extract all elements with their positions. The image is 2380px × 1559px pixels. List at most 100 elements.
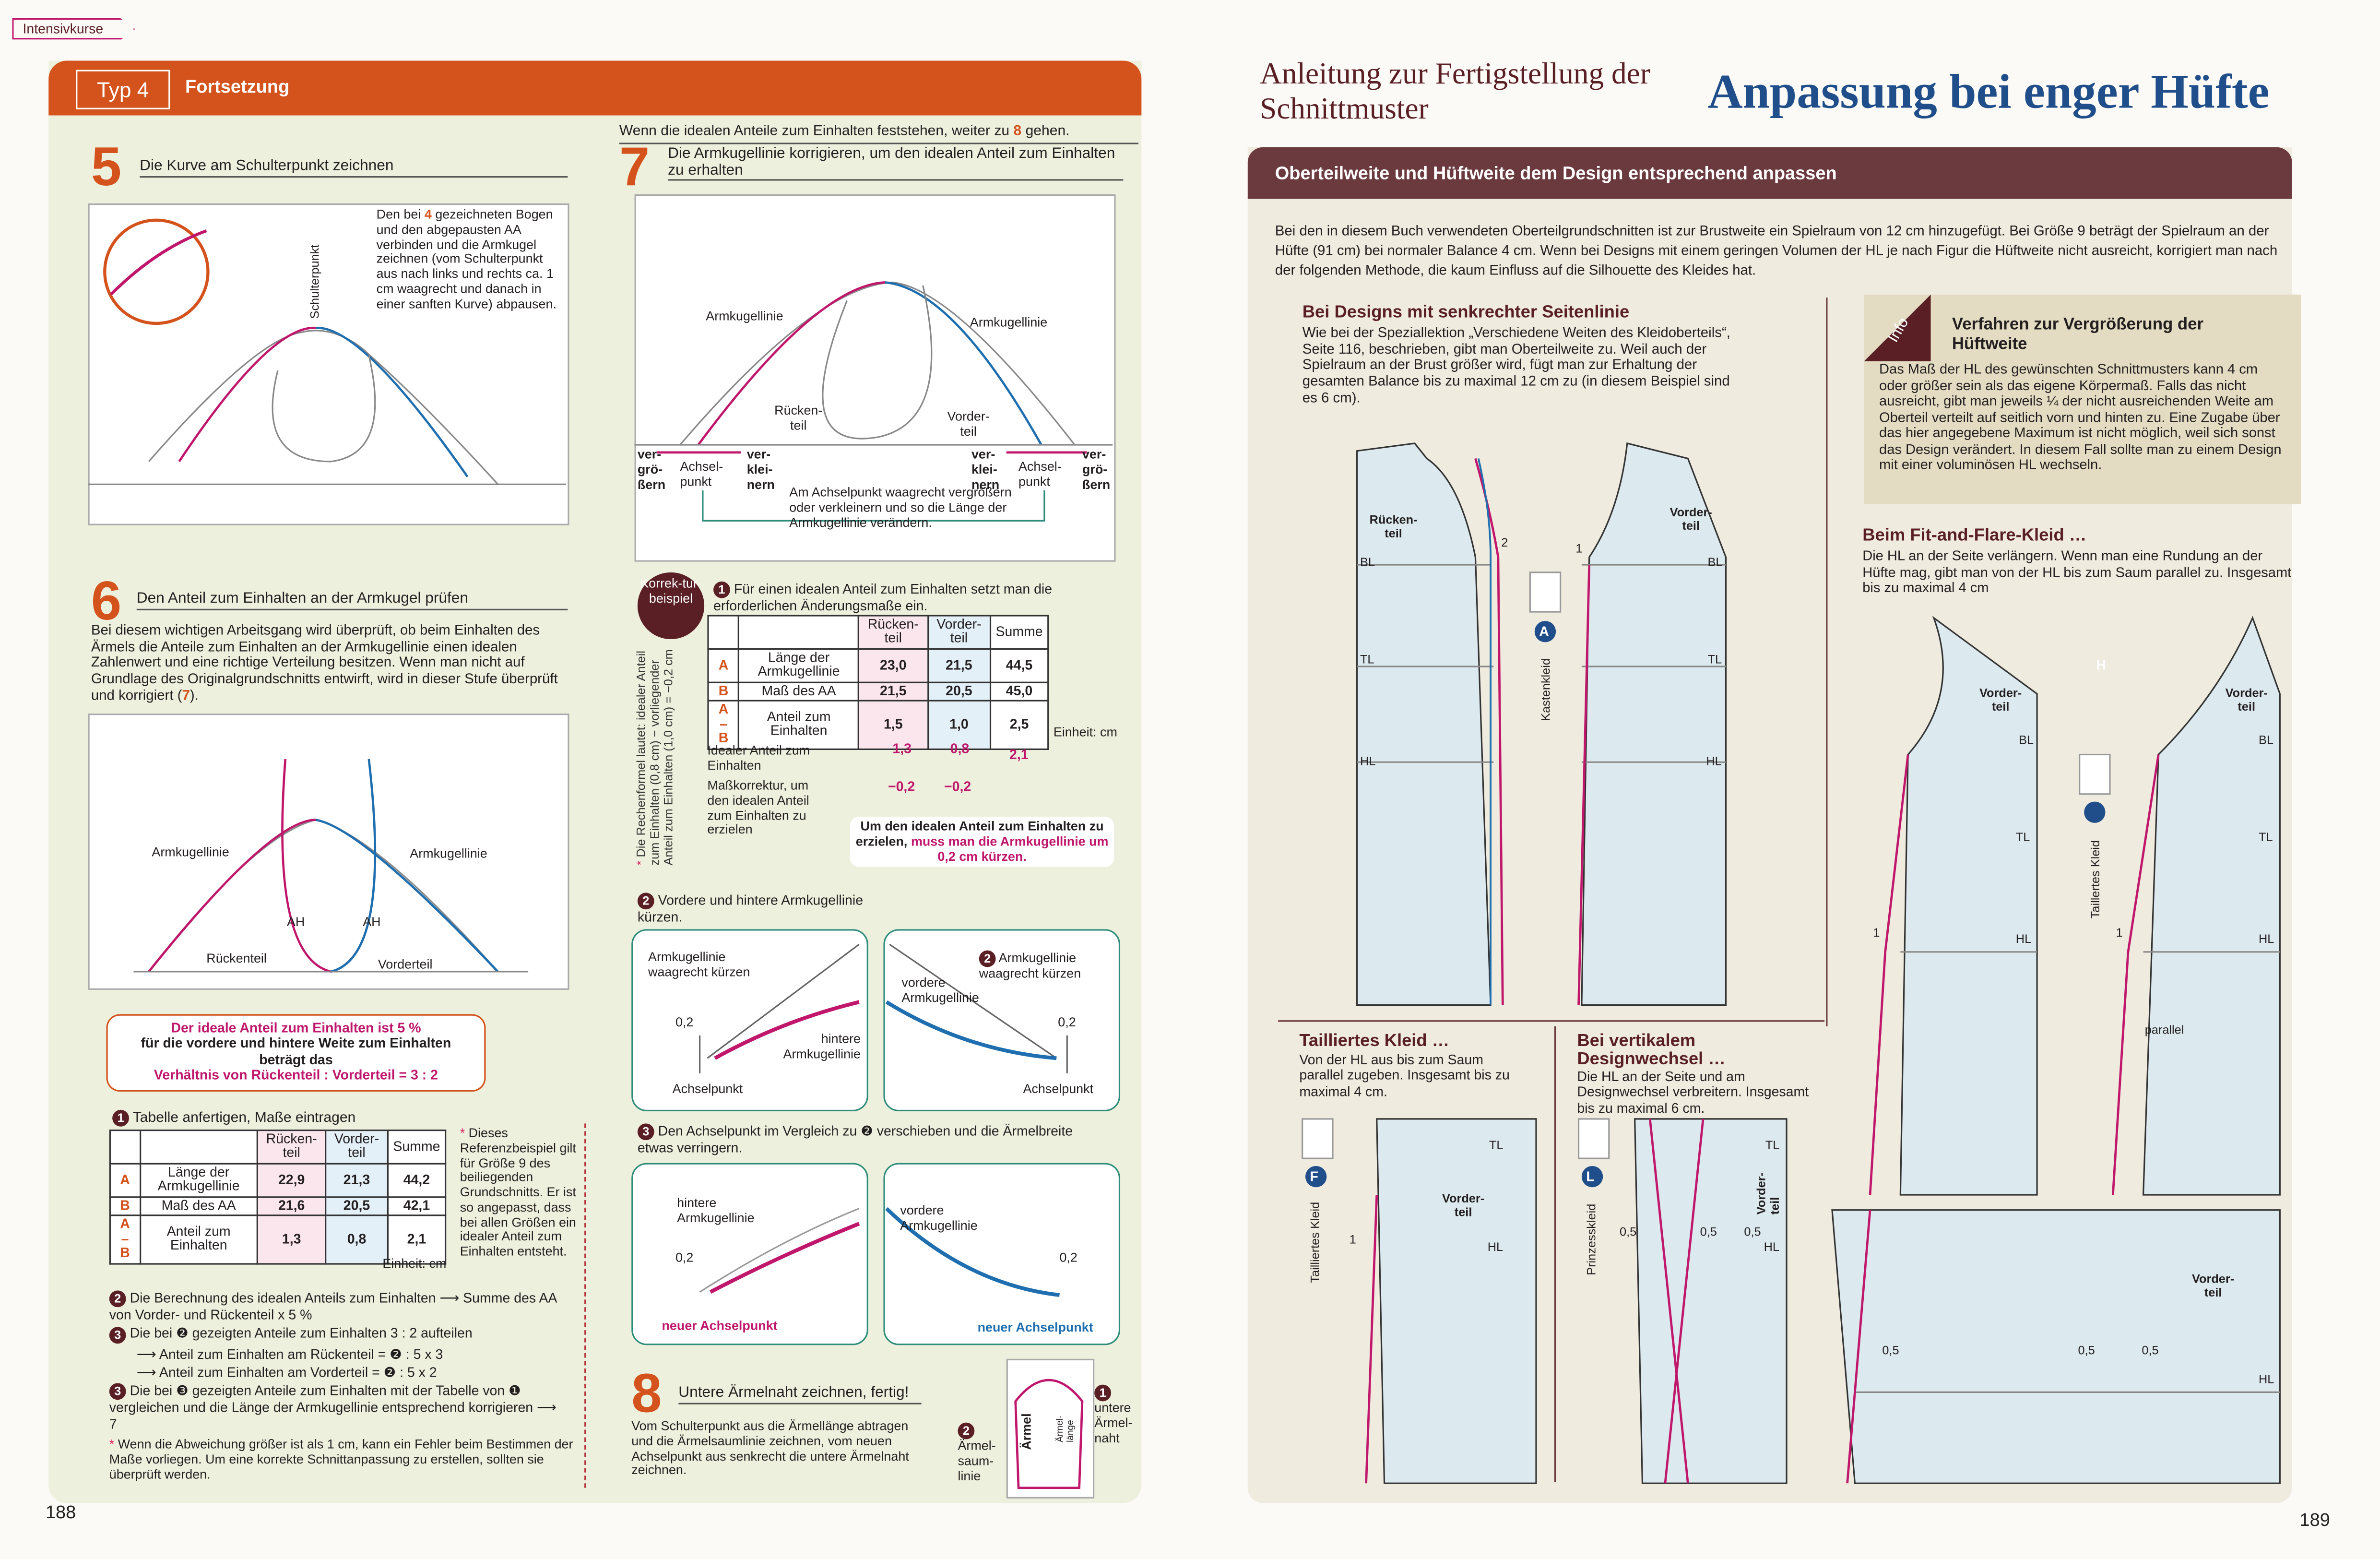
row-label: Länge der Armkugellinie bbox=[738, 648, 860, 683]
diagram-box bbox=[883, 1163, 1121, 1345]
label: Vorder-teil bbox=[2192, 1272, 2235, 1300]
label: hintere Armkugellinie bbox=[783, 1031, 861, 1061]
step-number: 5 bbox=[91, 135, 122, 198]
header-bar bbox=[48, 60, 1142, 116]
sleeve-check-diagram bbox=[133, 759, 529, 973]
section-title: Tailliertes Kleid … bbox=[1299, 1032, 1450, 1051]
side-note: * Die Rechenformel lautet: idealer Antei… bbox=[634, 649, 676, 866]
label: Achsel-punkt bbox=[680, 458, 723, 489]
corner-cell bbox=[738, 615, 860, 650]
section-tab: Intensivkurse bbox=[12, 18, 135, 40]
label: Armkugellinie bbox=[970, 314, 1048, 330]
label: TL bbox=[2259, 830, 2273, 845]
label: 0,5 bbox=[1744, 1225, 1761, 1239]
row-label: Anteil zum Einhalten bbox=[139, 1214, 259, 1264]
label: TL bbox=[1765, 1139, 1780, 1153]
column-header: Rücken-teil bbox=[257, 1130, 327, 1165]
row-key: B bbox=[109, 1196, 141, 1217]
label: AH bbox=[363, 914, 381, 929]
page-kicker: Anleitung zur Fertigstellung der Schnitt… bbox=[1260, 58, 1650, 126]
table-cell: 23,0 bbox=[858, 648, 929, 683]
ideal-label: Idealer Anteil zum Einhalten bbox=[707, 742, 810, 773]
label: parallel bbox=[2144, 1023, 2184, 1037]
rule bbox=[619, 143, 1138, 144]
label: Ärmel bbox=[1018, 1413, 1034, 1450]
label: TL bbox=[1360, 653, 1374, 666]
divider bbox=[1554, 1026, 1556, 1482]
label: TL bbox=[1707, 653, 1722, 666]
diagram-box bbox=[631, 929, 868, 1112]
label: Am Achselpunkt waagrecht vergrößern oder… bbox=[789, 484, 1012, 529]
table-cell: 45,0 bbox=[989, 681, 1049, 702]
label: Armkugellinie waagrecht kürzen bbox=[648, 949, 750, 979]
footnote: * Dieses Referenzbeispiel gilt für Größe… bbox=[460, 1125, 576, 1259]
step-title: Die Armkugellinie korrigieren, um den id… bbox=[668, 146, 1124, 181]
table-cell: 20,5 bbox=[325, 1196, 389, 1217]
correction-label: Maßkorrektur, um den idealen Anteil zum … bbox=[707, 777, 809, 837]
step-number: 6 bbox=[91, 569, 122, 632]
label: 0,5 bbox=[1882, 1344, 1899, 1357]
label: Achsel-punkt bbox=[1018, 458, 1062, 489]
label: 0,2 bbox=[1059, 1249, 1078, 1265]
label: Rücken-teil bbox=[1369, 513, 1418, 541]
label: HL bbox=[1706, 754, 1722, 768]
column-header: Rücken-teil bbox=[858, 615, 929, 650]
type-badge: Typ 4 bbox=[76, 70, 170, 109]
table-cell: 0,8 bbox=[325, 1214, 389, 1264]
pattern-diagrams bbox=[1302, 442, 2281, 1484]
table-cell: 22,9 bbox=[257, 1163, 327, 1198]
step-title: Die Kurve am Schulterpunkt zeichnen bbox=[140, 158, 568, 177]
column-header: Vorder-teil bbox=[325, 1130, 389, 1165]
divider bbox=[1278, 1020, 1825, 1022]
axle-point-diagrams bbox=[699, 1207, 1060, 1297]
row-key: B bbox=[707, 681, 740, 702]
table-cell: 44,2 bbox=[387, 1163, 447, 1198]
label: neuer Achselpunkt bbox=[977, 1319, 1093, 1335]
table-cell: 21,3 bbox=[325, 1163, 389, 1198]
label: Vorder-teil bbox=[1442, 1191, 1485, 1220]
section-text: Die HL an der Seite verlängern. Wenn man… bbox=[1862, 548, 2292, 595]
row-label: Länge der Armkugellinie bbox=[139, 1163, 259, 1198]
korrektur-text: 1 Für einen idealen Anteil zum Einhalten… bbox=[713, 581, 1053, 614]
section-title: Bei Designs mit senkrechter Seitenlinie bbox=[1302, 303, 1630, 322]
table-cell: 21,5 bbox=[858, 681, 929, 702]
divider bbox=[584, 1123, 586, 1488]
label: 2 Ärmel-saum-linie bbox=[958, 1422, 1000, 1484]
sleeve-shape bbox=[1014, 1379, 1084, 1489]
column-header: Summe bbox=[387, 1130, 447, 1165]
header-title: Fortsetzung bbox=[185, 76, 290, 97]
badge-f: F bbox=[1310, 1169, 1318, 1184]
ideal-value: 2,1 bbox=[1009, 747, 1029, 762]
ideal-value: 0,8 bbox=[950, 741, 970, 756]
result-box: Um den idealen Anteil zum Einhalten zu e… bbox=[850, 817, 1114, 868]
label: 2 bbox=[1501, 536, 1508, 550]
label: vordere Armkugellinie bbox=[901, 975, 979, 1005]
label: Vorderteil bbox=[378, 956, 433, 972]
section-text: Von der HL aus bis zum Saum parallel zug… bbox=[1299, 1052, 1510, 1099]
step-number: 8 bbox=[631, 1362, 662, 1424]
row-label: Anteil zum Einhalten bbox=[738, 700, 860, 750]
label: HL bbox=[2259, 1372, 2274, 1386]
label: BL bbox=[2019, 733, 2034, 747]
corner-cell bbox=[139, 1130, 259, 1165]
callout-box: Der ideale Anteil zum Einhalten ist 5 % … bbox=[106, 1014, 486, 1092]
label: Vorder-teil bbox=[2225, 686, 2268, 714]
label: Vorder-teil bbox=[1754, 1172, 1783, 1215]
label: ver-grö-ßern bbox=[637, 446, 666, 491]
label: 1 bbox=[1575, 542, 1583, 556]
unit-label: Einheit: cm bbox=[382, 1255, 447, 1271]
label: HL bbox=[1487, 1240, 1504, 1254]
table-cell: 2,1 bbox=[387, 1214, 447, 1264]
section-title: Beim Fit-and-Flare-Kleid … bbox=[1862, 526, 2087, 545]
label: Vorder-teil bbox=[947, 408, 990, 439]
step-badge: 3 bbox=[109, 1383, 126, 1401]
warning-note: * Wenn die Abweichung größer ist als 1 c… bbox=[109, 1436, 573, 1481]
section-text: Die HL an der Seite und am Designwechsel… bbox=[1577, 1069, 1809, 1116]
label: Ärmel-länge bbox=[1056, 1415, 1076, 1442]
list-item: 3 Die bei ❷ gezeigten Anteile zum Einhal… bbox=[109, 1326, 565, 1343]
